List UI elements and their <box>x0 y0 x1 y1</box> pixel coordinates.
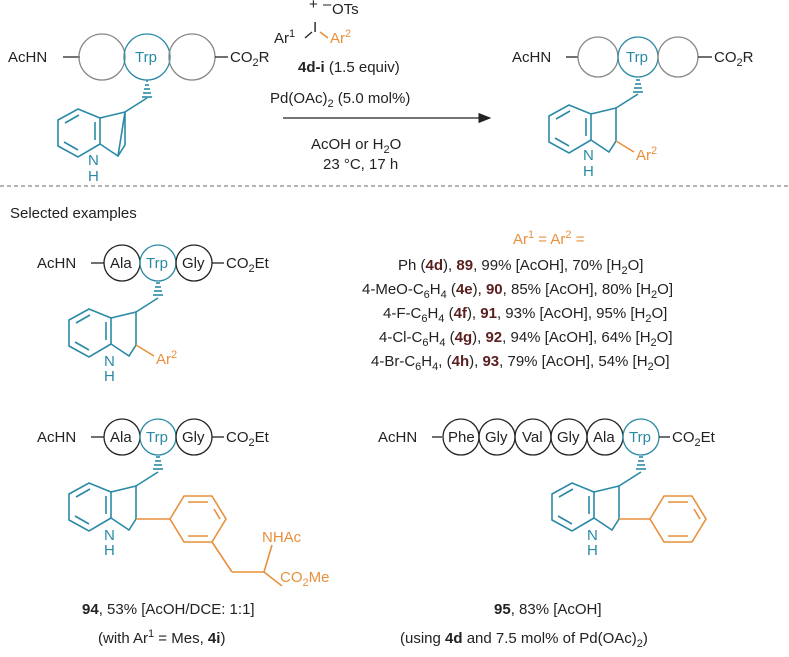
indole-ring <box>551 471 642 532</box>
example-row-4g: 4-Cl-C6H4 (4g), 92, 94% [AcOH], 64% [H2O… <box>379 329 673 349</box>
svg-text:H: H <box>587 542 598 559</box>
svg-text:Trp: Trp <box>146 255 168 272</box>
reagent-block: + – OTs Ar1 I Ar2 4d-i (1.5 equiv) Pd(OA… <box>270 0 492 173</box>
stereo-hash-bond <box>142 80 152 98</box>
svg-text:Ala: Ala <box>593 429 615 446</box>
caption-94-line2: (with Ar1 = Mes, 4i) <box>98 628 225 647</box>
compound-94: AcHN Ala Trp Gly CO2Et N H <box>37 418 329 647</box>
example-row-4f: 4-F-C6H4 (4f), 91, 93% [AcOH], 95% [H2O] <box>383 305 667 325</box>
catalyst: Pd(OAc)2 (5.0 mol%) <box>270 90 410 110</box>
co2r-label: CO2R <box>714 49 754 69</box>
indole-ring <box>548 93 639 154</box>
indole-ring <box>68 471 159 532</box>
stereo-hash-bond <box>153 456 163 470</box>
svg-text:Gly: Gly <box>557 429 580 446</box>
example-row-4e: 4-MeO-C6H4 (4e), 90, 85% [AcOH], 80% [H2… <box>362 281 673 301</box>
svg-text:N: N <box>104 527 115 544</box>
indole-ring <box>68 297 159 358</box>
co2r-label: CO2R <box>230 49 270 69</box>
reagent-amount: 4d-i (1.5 equiv) <box>298 59 400 76</box>
caption-94-line1: 94, 53% [AcOH/DCE: 1:1] <box>82 601 255 618</box>
svg-text:CO2Et: CO2Et <box>226 255 270 275</box>
aryl-amino-acid <box>136 495 283 587</box>
indole-ring <box>57 97 148 158</box>
stereo-hash-bond <box>153 282 163 296</box>
svg-text:CO2Et: CO2Et <box>226 429 270 449</box>
svg-text:Gly: Gly <box>485 429 508 446</box>
svg-text:H: H <box>104 368 115 385</box>
phenyl-ring <box>619 495 707 543</box>
ar-header: Ar1 = Ar2 = <box>513 229 585 248</box>
svg-text:H: H <box>104 542 115 559</box>
achn-label: AcHN <box>8 49 47 66</box>
svg-text:Trp: Trp <box>146 429 168 446</box>
svg-text:Trp: Trp <box>629 429 651 446</box>
caption-95-line2: (using 4d and 7.5 mol% of Pd(OAc)2) <box>400 630 648 650</box>
compound-95: AcHN Phe Gly Val Gly Ala Trp CO2Et N <box>378 418 716 650</box>
minus-charge: – <box>323 0 332 13</box>
svg-text:Gly: Gly <box>182 255 205 272</box>
svg-text:Ar2: Ar2 <box>156 349 177 368</box>
product-general: AcHN Trp CO2R N H Ar2 <box>512 36 754 180</box>
example-row-4d: Ph (4d), 89, 99% [AcOH], 70% [H2O] <box>398 257 643 277</box>
svg-text:AcHN: AcHN <box>37 429 76 446</box>
svg-text:NHAc: NHAc <box>262 529 302 546</box>
indole-nh-h: H <box>88 168 99 185</box>
plus-charge: + <box>309 0 318 13</box>
svg-text:CO2Me: CO2Me <box>280 569 329 589</box>
svg-text:Ala: Ala <box>110 255 132 272</box>
trp-label: Trp <box>626 49 648 66</box>
stereo-hash-bond <box>633 79 643 93</box>
ar1-label: Ar1 <box>274 28 295 47</box>
indole-nh-n: N <box>88 152 99 169</box>
svg-text:AcHN: AcHN <box>37 255 76 272</box>
svg-text:CO2Et: CO2Et <box>672 429 716 449</box>
svg-text:N: N <box>587 527 598 544</box>
svg-text:AcHN: AcHN <box>378 429 417 446</box>
aryl-table: Ar1 = Ar2 = Ph (4d), 89, 99% [AcOH], 70%… <box>362 229 673 373</box>
svg-text:Ala: Ala <box>110 429 132 446</box>
section-title: Selected examples <box>10 205 137 222</box>
trp-label: Trp <box>135 49 157 66</box>
peptide-bead-left <box>78 33 126 81</box>
temp-time: 23 °C, 17 h <box>323 156 398 173</box>
ar2-label: Ar2 <box>330 28 351 47</box>
starting-material: AcHN Trp CO2R N H <box>8 33 270 185</box>
svg-text:Phe: Phe <box>448 429 475 446</box>
achn-label: AcHN <box>512 49 551 66</box>
example-row-4h: 4-Br-C6H4, (4h), 93, 79% [AcOH], 54% [H2… <box>371 353 670 373</box>
peptide-bead-right <box>168 33 216 81</box>
iodine-label: I <box>313 19 317 36</box>
svg-text:N: N <box>104 353 115 370</box>
svg-text:Gly: Gly <box>182 429 205 446</box>
indole-nh-n: N <box>583 147 594 164</box>
caption-95-line1: 95, 83% [AcOH] <box>494 601 602 618</box>
indole-nh-h: H <box>583 163 594 180</box>
counterion: OTs <box>332 1 359 18</box>
example-peptide-general: AcHN Ala Trp Gly CO2Et N H Ar2 <box>37 244 270 385</box>
svg-text:Val: Val <box>522 429 543 446</box>
ar2-label: Ar2 <box>636 145 657 164</box>
solvent: AcOH or H2O <box>311 136 401 156</box>
stereo-hash-bond <box>636 456 646 470</box>
